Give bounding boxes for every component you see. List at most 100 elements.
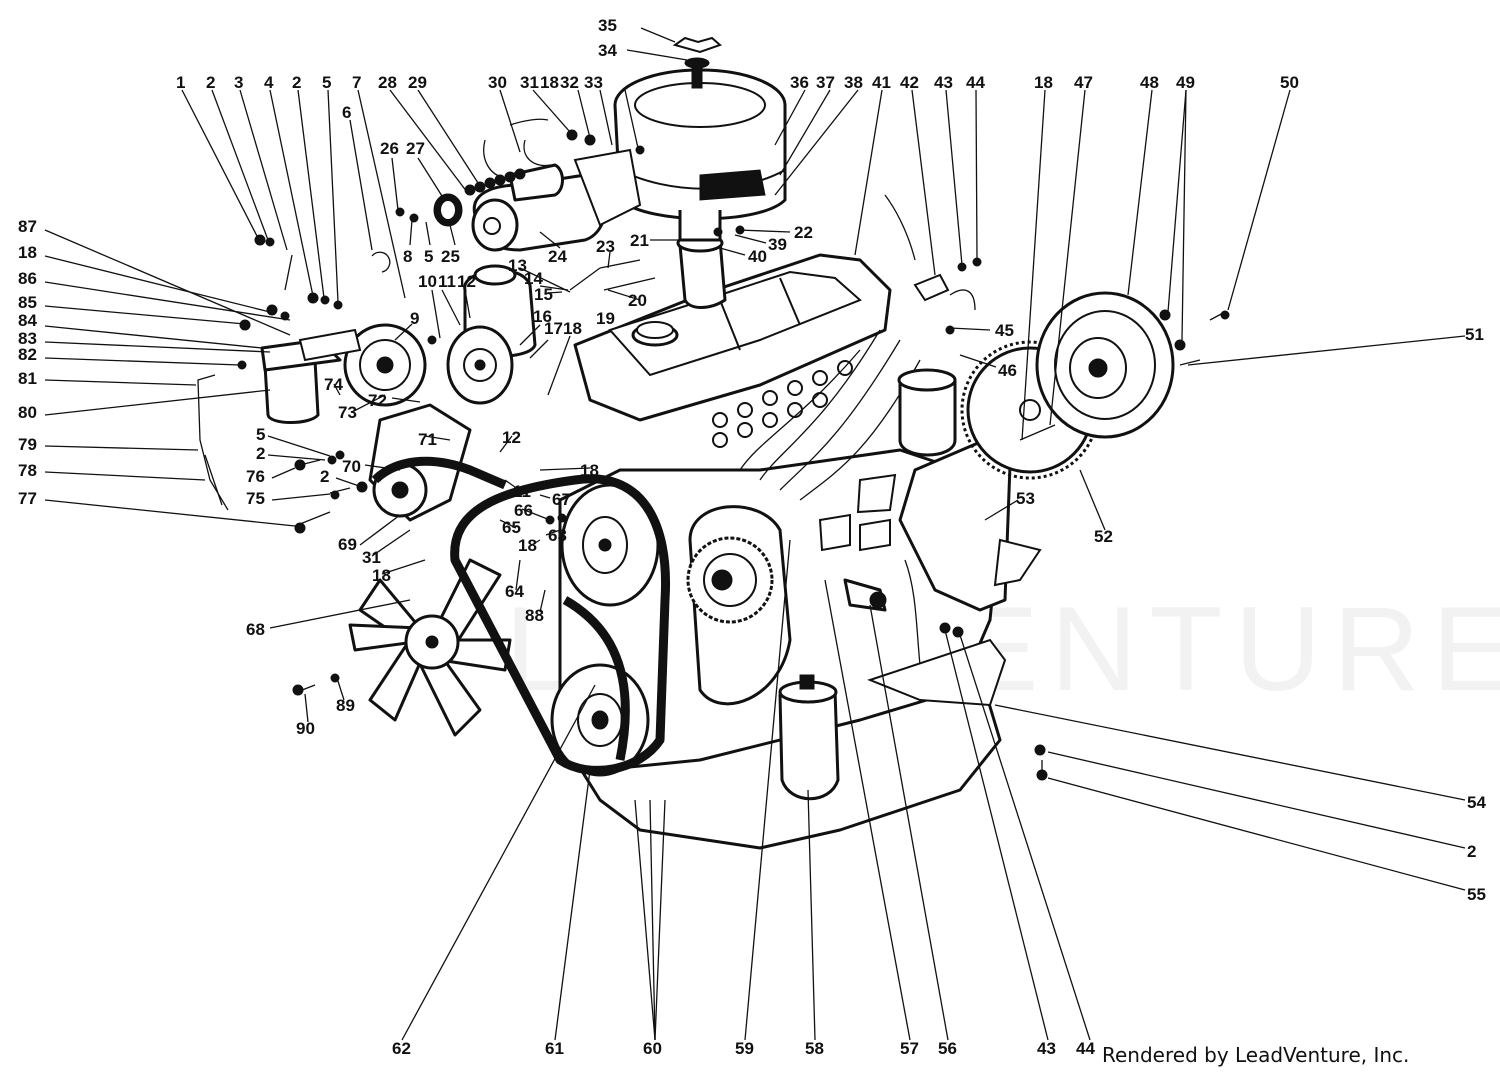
- callout: 32: [560, 73, 579, 92]
- callout: 20: [628, 291, 647, 310]
- callout: 60: [643, 1039, 662, 1058]
- callout: 79: [18, 435, 37, 454]
- callout: 34: [598, 41, 617, 60]
- callout: 78: [18, 461, 37, 480]
- fan-blades: [348, 558, 512, 737]
- callout: 88: [525, 606, 544, 625]
- callout: 57: [900, 1039, 919, 1058]
- callout: 19: [596, 309, 615, 328]
- callout: 72: [368, 391, 387, 410]
- callout: 48: [1140, 73, 1159, 92]
- callout: 5: [256, 425, 265, 444]
- callout: 43: [1037, 1039, 1056, 1058]
- callout: 6: [342, 103, 351, 122]
- callout: 29: [408, 73, 427, 92]
- callout: 51: [1465, 325, 1484, 344]
- callout: 82: [18, 345, 37, 364]
- callout: 17: [544, 319, 563, 338]
- callout: 2: [256, 444, 265, 463]
- callout: 18: [580, 461, 599, 480]
- callout: 85: [18, 293, 37, 312]
- callout: 31: [362, 548, 381, 567]
- callout: 5: [322, 73, 331, 92]
- callout: 47: [1074, 73, 1093, 92]
- credit-text: Rendered by LeadVenture, Inc.: [1102, 1043, 1409, 1067]
- callout: 38: [844, 73, 863, 92]
- callout: 71: [418, 430, 437, 449]
- callout: 59: [735, 1039, 754, 1058]
- callout: 11: [513, 482, 531, 501]
- callout: 35: [598, 16, 617, 35]
- callout: 18: [1034, 73, 1053, 92]
- callout: 66: [514, 501, 533, 520]
- leader-lines: [44, 27, 1466, 1041]
- callout: 39: [768, 235, 787, 254]
- callout: 25: [441, 247, 460, 266]
- callout: 3: [234, 73, 243, 92]
- callout: 55: [1467, 885, 1486, 904]
- callout: 24: [548, 247, 567, 266]
- callout: 10: [418, 272, 437, 291]
- callout: 50: [1280, 73, 1299, 92]
- callout: 89: [336, 696, 355, 715]
- callout: 58: [805, 1039, 824, 1058]
- callout: 12: [502, 428, 521, 447]
- callout: 2: [320, 467, 329, 486]
- callout: 64: [505, 582, 524, 601]
- callout: 18: [372, 566, 391, 585]
- engine-illustration: [197, 36, 1230, 850]
- callout: 5: [424, 247, 433, 266]
- callout: 4: [264, 73, 274, 92]
- callout: 42: [900, 73, 919, 92]
- callout: 2: [292, 73, 301, 92]
- callout: 23: [596, 237, 615, 256]
- callout: 8: [403, 247, 412, 266]
- callout: 70: [342, 457, 361, 476]
- callout: 53: [1016, 489, 1035, 508]
- callout: 90: [296, 719, 315, 738]
- callout: 77: [18, 489, 37, 508]
- callout: 43: [934, 73, 953, 92]
- callout: 69: [338, 535, 357, 554]
- callout: 31: [520, 73, 539, 92]
- callout: 18: [518, 536, 537, 555]
- callout: 86: [18, 269, 37, 288]
- callout: 81: [18, 369, 37, 388]
- callout: 40: [748, 247, 767, 266]
- callout: 15: [534, 285, 553, 304]
- callout: 12: [457, 272, 476, 291]
- callout: 75: [246, 489, 265, 508]
- callout: 65: [502, 518, 521, 537]
- callout: 26: [380, 139, 399, 158]
- callout: 76: [246, 467, 265, 486]
- callout: 54: [1467, 793, 1486, 812]
- callout: 61: [545, 1039, 564, 1058]
- callout: 63: [548, 526, 567, 545]
- callout: 62: [392, 1039, 411, 1058]
- callout: 87: [18, 217, 37, 236]
- callout: 45: [995, 321, 1014, 340]
- callout: 44: [1076, 1039, 1095, 1058]
- callout: 7: [352, 73, 361, 92]
- callout: 37: [816, 73, 835, 92]
- callout: 2: [206, 73, 215, 92]
- callout: 73: [338, 403, 357, 422]
- callout: 36: [790, 73, 809, 92]
- callout: 18: [18, 243, 37, 262]
- callout: 18: [540, 73, 559, 92]
- callout: 1: [176, 73, 185, 92]
- callout: 11: [438, 272, 456, 291]
- callout: 49: [1176, 73, 1195, 92]
- callout: 41: [872, 73, 891, 92]
- callout: 27: [406, 139, 425, 158]
- callout: 33: [584, 73, 603, 92]
- callout: 9: [410, 309, 419, 328]
- callout: 74: [324, 375, 343, 394]
- part-callouts: 35 34 1 2 3 4 2 5 7 6 28 29 30 31 18 32 …: [18, 16, 1486, 1058]
- callout: 46: [998, 361, 1017, 380]
- callout: 52: [1094, 527, 1113, 546]
- callout: 68: [246, 620, 265, 639]
- callout: 83: [18, 329, 37, 348]
- callout: 56: [938, 1039, 957, 1058]
